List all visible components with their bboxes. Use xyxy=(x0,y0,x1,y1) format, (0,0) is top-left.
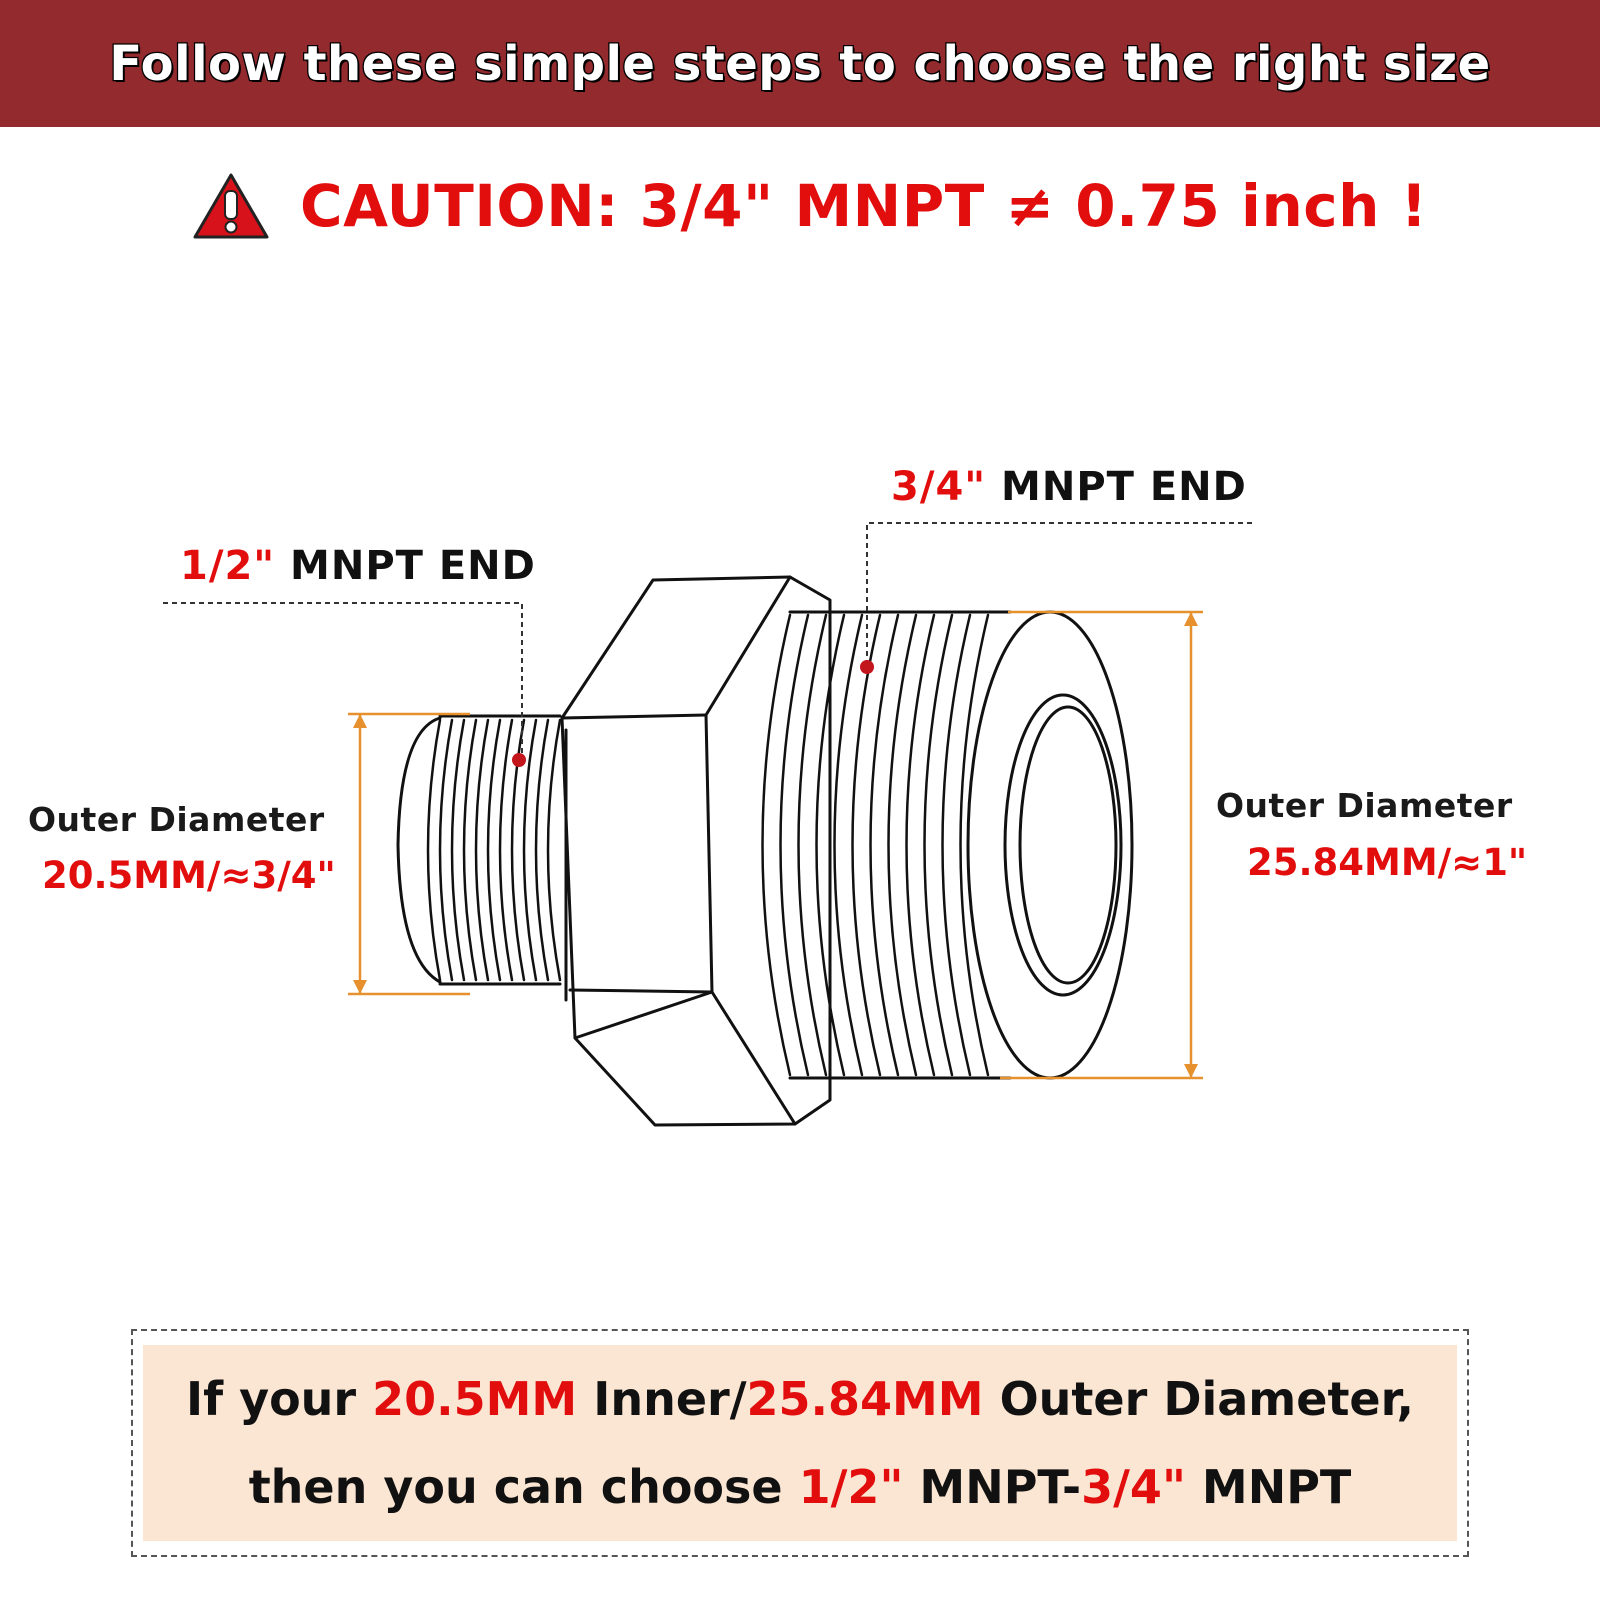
summary-text: Outer Diameter, xyxy=(983,1372,1415,1426)
summary-value: 1/2" xyxy=(798,1460,904,1514)
right-end-label: 3/4" MNPT END xyxy=(891,464,1247,510)
small-threaded-end xyxy=(396,714,562,986)
summary-text: MNPT- xyxy=(903,1460,1082,1514)
summary-text: then you can choose xyxy=(248,1460,799,1514)
summary-value: 20.5MM xyxy=(372,1372,578,1426)
left-end-label: 1/2" MNPT END xyxy=(180,543,536,589)
caution-notice: CAUTION: 3/4" MNPT ≠ 0.75 inch ! xyxy=(192,168,1428,244)
left-end-suffix: MNPT END xyxy=(275,543,536,589)
summary-text: If your xyxy=(185,1372,373,1426)
right-od-value: 25.84MM/≈1" xyxy=(1247,841,1528,884)
summary-text: MNPT xyxy=(1185,1460,1352,1514)
right-end-leader xyxy=(866,522,1252,667)
hex-nut xyxy=(560,575,832,1127)
large-threaded-end xyxy=(761,610,1134,1080)
right-dimension xyxy=(1000,610,1203,1080)
header-banner: Follow these simple steps to choose the … xyxy=(0,0,1600,127)
right-od-title: Outer Diameter xyxy=(1216,786,1513,825)
page-title: Follow these simple steps to choose the … xyxy=(108,34,1491,93)
right-end-marker xyxy=(860,660,874,674)
right-end-size: 3/4" xyxy=(891,464,987,510)
warning-triangle-icon xyxy=(193,173,269,239)
left-end-marker xyxy=(512,753,526,767)
summary-line-2: then you can choose 1/2" MNPT-3/4" MNPT xyxy=(249,1443,1352,1531)
summary-value: 3/4" xyxy=(1081,1460,1186,1514)
summary-line-1: If your 20.5MM Inner/25.84MM Outer Diame… xyxy=(186,1355,1414,1443)
caution-text: CAUTION: 3/4" MNPT ≠ 0.75 inch ! xyxy=(300,172,1428,240)
left-dimension xyxy=(348,712,470,996)
summary-panel: If your 20.5MM Inner/25.84MM Outer Diame… xyxy=(143,1345,1457,1541)
left-end-leader xyxy=(163,602,523,758)
right-end-suffix: MNPT END xyxy=(986,464,1247,510)
left-od-value: 20.5MM/≈3/4" xyxy=(42,854,336,897)
summary-box: If your 20.5MM Inner/25.84MM Outer Diame… xyxy=(131,1329,1469,1557)
summary-value: 25.84MM xyxy=(746,1372,984,1426)
left-od-title: Outer Diameter xyxy=(28,800,325,839)
summary-text: Inner/ xyxy=(577,1372,747,1426)
left-end-size: 1/2" xyxy=(180,543,276,589)
